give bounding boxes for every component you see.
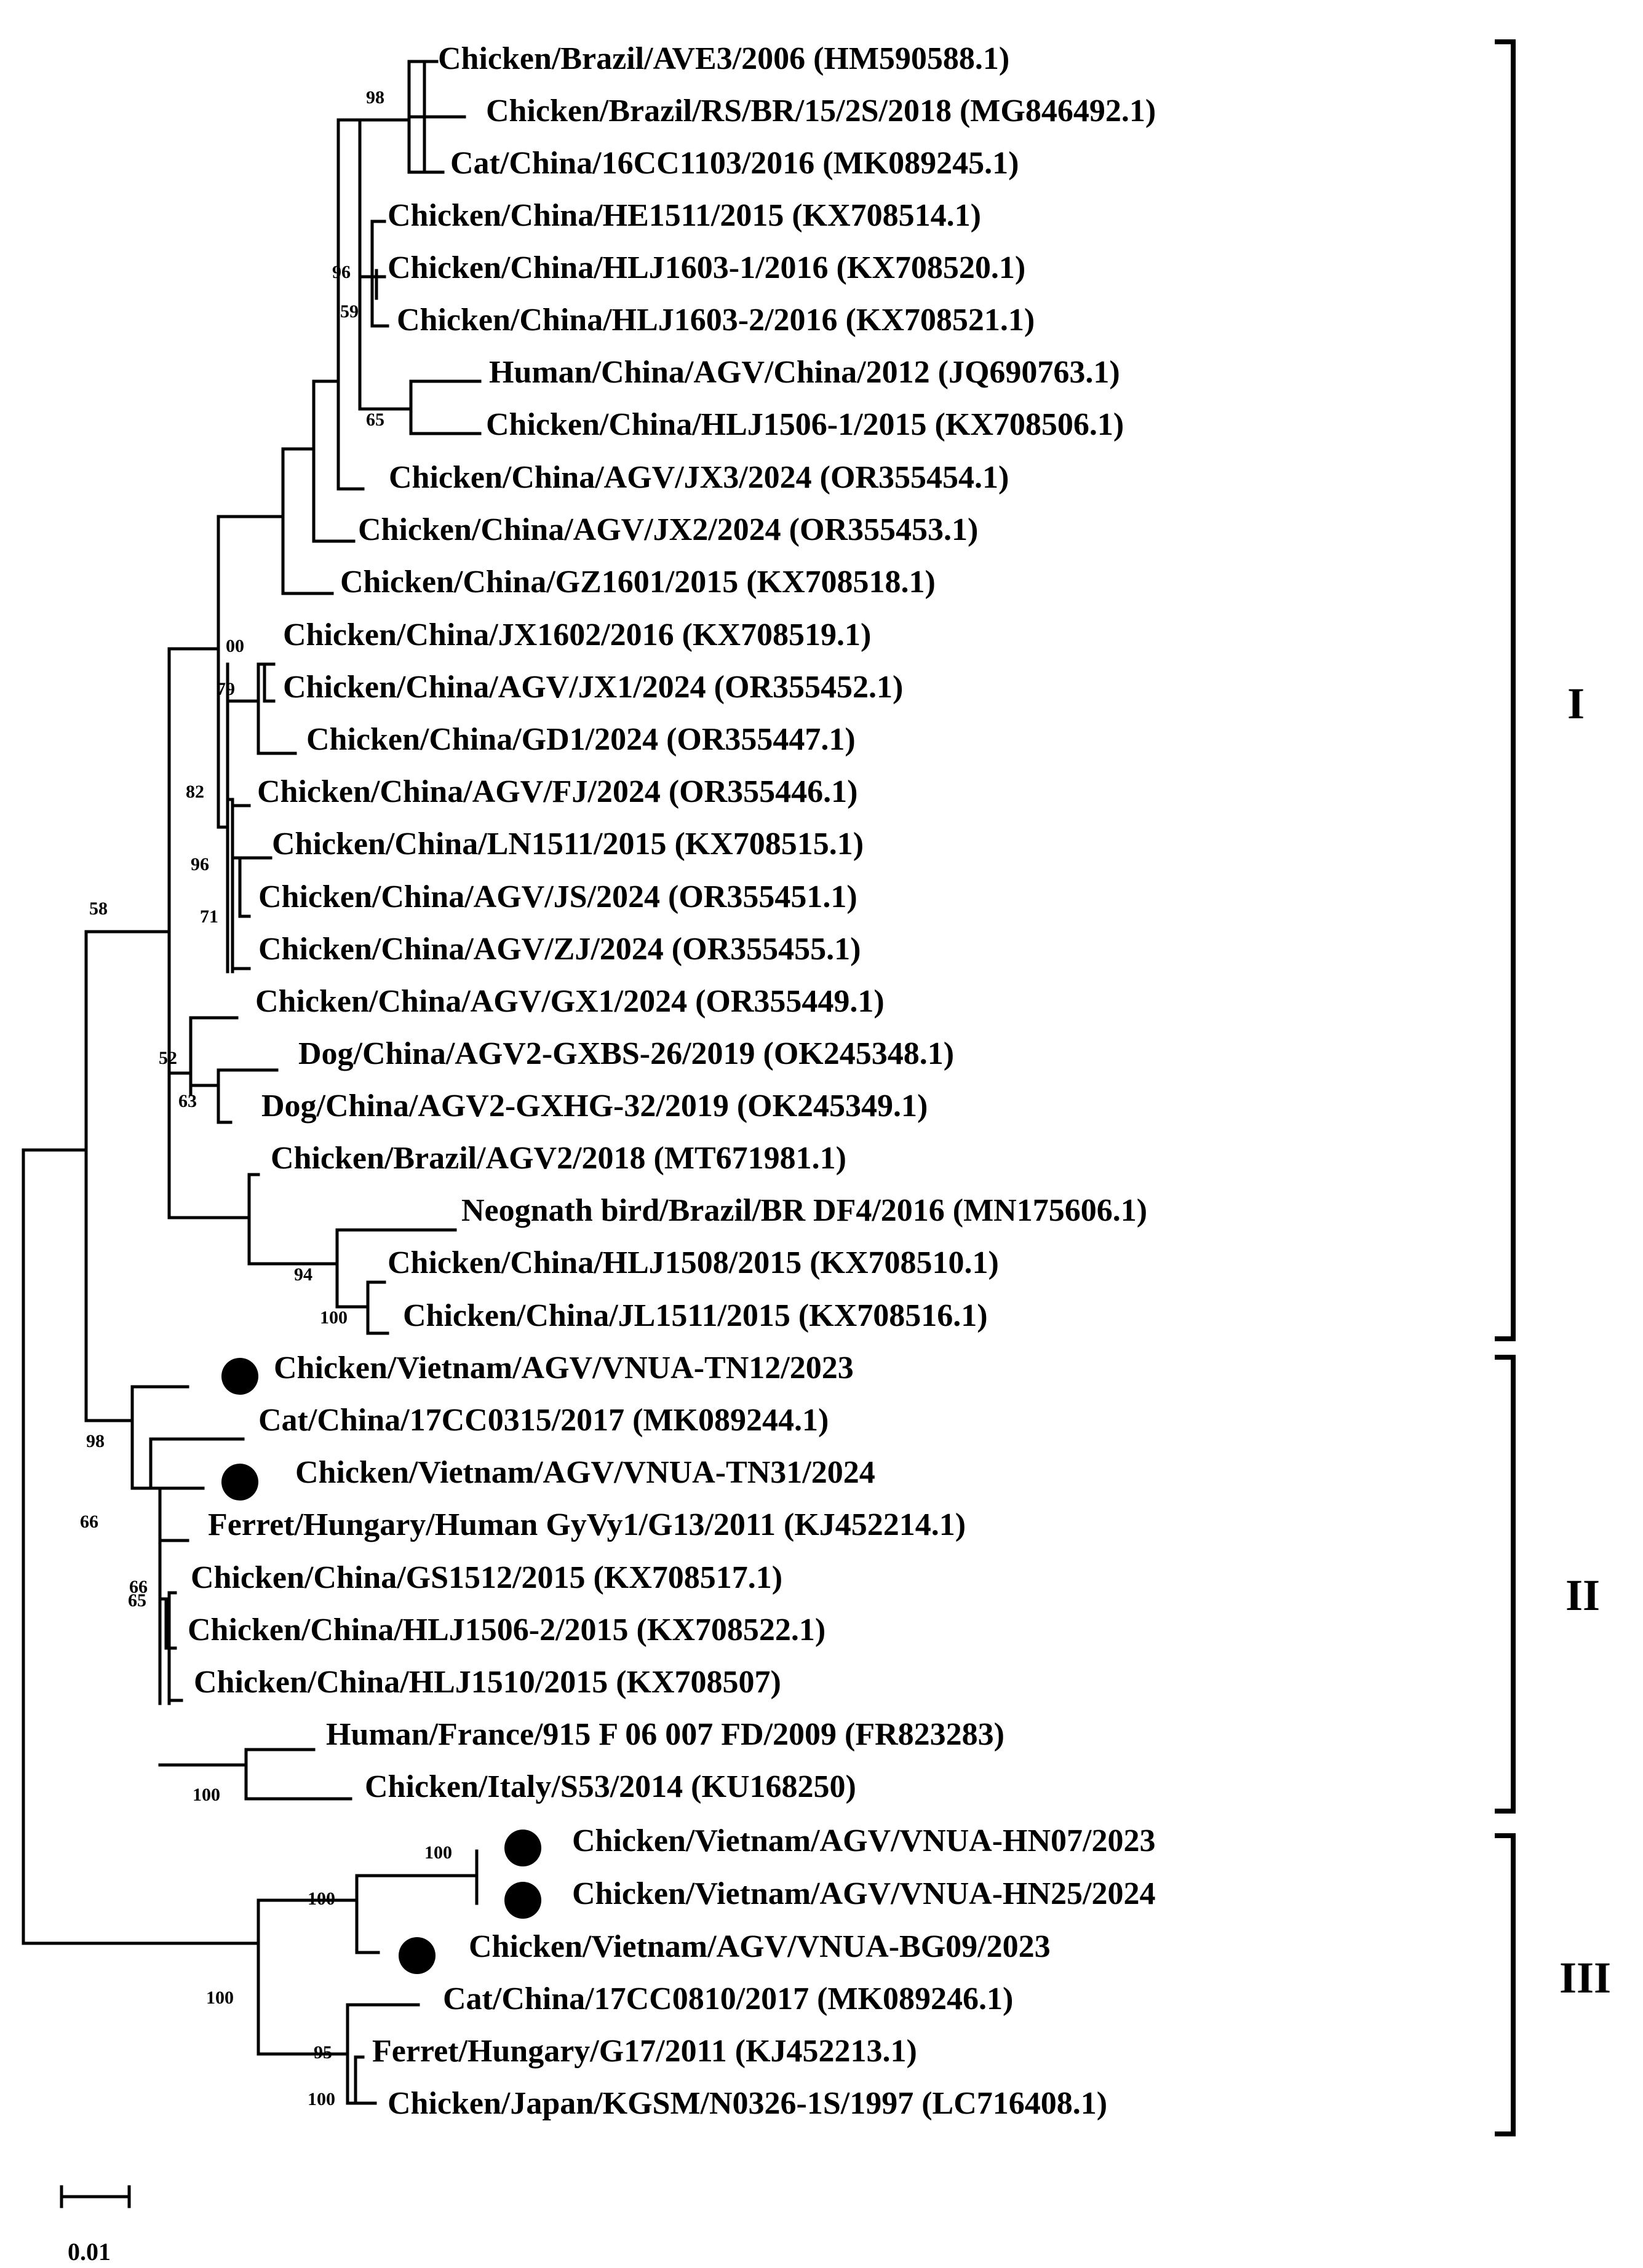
taxon-label: Chicken/China/LN1511/2015 (KX708515.1) [272,827,864,862]
clade-label: II [1565,1571,1600,1620]
bootstrap-value: 00 [226,636,244,656]
bootstrap-value: 96 [332,262,351,282]
bootstrap-value: 100 [308,1889,335,1909]
vietnam-isolate-marker-icon [504,1830,541,1866]
taxon-label: Chicken/Vietnam/AGV/VNUA-HN07/2023 [572,1823,1156,1858]
vietnam-isolate-marker-icon [221,1358,258,1395]
clade-bracket [1495,1833,1516,2136]
taxon-label: Chicken/China/GD1/2024 (OR355447.1) [306,722,856,757]
clade-label: III [1559,1953,1611,2002]
tree-branches [22,60,482,2105]
taxon-label: Cat/China/17CC0315/2017 (MK089244.1) [258,1403,829,1438]
taxon-label: Chicken/China/AGV/GX1/2024 (OR355449.1) [255,984,885,1019]
bootstrap-value: 98 [86,1431,105,1451]
bootstrap-value: 98 [366,87,384,108]
clade-label: I [1567,679,1585,728]
taxon-label: Neognath bird/Brazil/BR DF4/2016 (MN1756… [461,1193,1147,1228]
bootstrap-value: 52 [159,1048,177,1068]
bootstrap-value: 66 [129,1577,148,1597]
taxon-label: Chicken/Vietnam/AGV/VNUA-TN31/2024 [295,1455,875,1490]
taxon-label: Chicken/China/JL1511/2015 (KX708516.1) [403,1298,988,1333]
taxon-label: Chicken/Brazil/AVE3/2006 (HM590588.1) [438,41,1009,76]
taxon-label: Chicken/China/AGV/JX2/2024 (OR355453.1) [358,512,978,547]
taxon-label: Chicken/China/HLJ1508/2015 (KX708510.1) [388,1245,999,1280]
taxon-label: Human/France/915 F 06 007 FD/2009 (FR823… [326,1717,1004,1752]
bootstrap-value: 100 [206,1988,234,2008]
bootstrap-value: 59 [340,301,359,322]
taxon-label: Chicken/Japan/KGSM/N0326-1S/1997 (LC7164… [388,2086,1107,2121]
taxon-label: Cat/China/16CC1103/2016 (MK089245.1) [450,146,1019,181]
taxon-label: Chicken/China/AGV/FJ/2024 (OR355446.1) [257,774,858,809]
taxon-label: Chicken/Vietnam/AGV/VNUA-TN12/2023 [274,1350,854,1386]
taxon-label: Chicken/China/AGV/JS/2024 (OR355451.1) [258,879,857,914]
taxon-label: Chicken/Vietnam/AGV/VNUA-BG09/2023 [469,1929,1051,1964]
bootstrap-value: 100 [424,1842,452,1863]
bootstrap-value: 96 [191,854,209,874]
vietnam-isolate-marker-icon [504,1882,541,1919]
clade-bracket [1495,1355,1516,1814]
bootstrap-value: 65 [128,1590,146,1611]
vietnam-isolate-marker-icon [399,1937,436,1974]
bootstrap-value: 65 [366,410,384,430]
taxon-label: Chicken/China/HLJ1603-2/2016 (KX708521.1… [397,303,1035,338]
vietnam-isolate-marker-icon [221,1464,258,1501]
bootstrap-value: 100 [320,1307,348,1328]
bootstrap-value: 58 [89,898,108,919]
taxon-label: Human/China/AGV/China/2012 (JQ690763.1) [489,355,1120,390]
bootstrap-value: 71 [200,906,218,927]
bootstrap-value: 100 [308,2089,335,2109]
taxon-label: Chicken/China/HLJ1510/2015 (KX708507) [194,1665,781,1700]
scale-bar-label: 0.01 [68,2238,111,2266]
bootstrap-value: 63 [178,1091,197,1111]
taxon-label: Chicken/China/HLJ1603-1/2016 (KX708520.1… [388,250,1025,285]
taxon-label: Chicken/China/HLJ1506-2/2015 (KX708522.1… [188,1612,825,1647]
taxon-label: Chicken/Italy/S53/2014 (KU168250) [365,1769,856,1804]
taxon-label: Cat/China/17CC0810/2017 (MK089246.1) [443,1981,1013,2016]
bootstrap-value: 82 [186,782,204,802]
bootstrap-value: 100 [193,1785,220,1805]
taxon-labels: Chicken/Brazil/AVE3/2006 (HM590588.1) Chi… [188,41,1156,2121]
bootstrap-value: 79 [217,679,235,699]
bootstrap-value: 95 [314,2042,332,2063]
taxon-label: Dog/China/AGV2-GXHG-32/2019 (OK245349.1) [261,1088,928,1124]
taxon-label: Chicken/China/HLJ1506-1/2015 (KX708506.1… [486,407,1124,442]
taxon-label: Chicken/China/HE1511/2015 (KX708514.1) [388,198,981,233]
clade-bracket [1495,39,1516,1341]
taxon-label: Ferret/Hungary/Human GyVy1/G13/2011 (KJ4… [208,1507,966,1542]
taxon-label: Ferret/Hungary/G17/2011 (KJ452213.1) [372,2034,917,2069]
taxon-label: Chicken/China/AGV/JX3/2024 (OR355454.1) [389,460,1009,495]
taxon-label: Chicken/Vietnam/AGV/VNUA-HN25/2024 [572,1876,1156,1911]
bootstrap-value: 66 [80,1512,98,1532]
scale-bar: 0.01 [60,2185,131,2266]
taxon-label: Chicken/China/GZ1601/2015 (KX708518.1) [340,565,936,600]
taxon-label: Chicken/China/AGV/ZJ/2024 (OR355455.1) [258,932,861,967]
taxon-label: Dog/China/AGV2-GXBS-26/2019 (OK245348.1) [298,1036,954,1071]
taxon-label: Chicken/China/JX1602/2016 (KX708519.1) [283,617,871,652]
taxon-label: Chicken/Brazil/AGV2/2018 (MT671981.1) [271,1141,846,1176]
bootstrap-supports: 9896596500798296715852639410098666665100… [80,87,452,2109]
bootstrap-value: 94 [294,1264,312,1285]
taxon-label: Chicken/China/GS1512/2015 (KX708517.1) [191,1560,782,1595]
taxon-label: Chicken/China/AGV/JX1/2024 (OR355452.1) [283,670,903,705]
taxon-label: Chicken/Brazil/RS/BR/15/2S/2018 (MG84649… [486,93,1156,129]
